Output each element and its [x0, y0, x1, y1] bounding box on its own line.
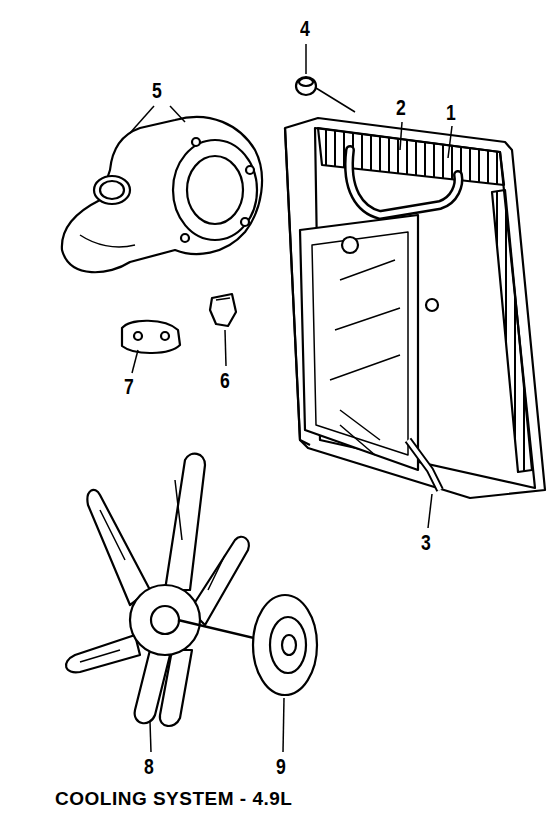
diagram-title: COOLING SYSTEM - 4.9L — [55, 788, 292, 810]
thermostat — [210, 294, 236, 326]
radiator-cap — [296, 77, 316, 95]
water-pump — [62, 117, 262, 272]
radiator — [285, 118, 545, 498]
callout-number: 8 — [144, 756, 154, 778]
callout-number: 2 — [396, 97, 406, 119]
callout-number: 5 — [152, 80, 162, 102]
callout-number: 3 — [421, 532, 431, 554]
callout-number: 1 — [446, 102, 456, 124]
callout-number: 9 — [276, 756, 286, 778]
gasket — [122, 321, 180, 353]
fan — [66, 454, 249, 726]
callout-number: 4 — [300, 18, 310, 40]
fan-clutch — [178, 595, 317, 695]
leader-lines — [130, 44, 452, 752]
callout-number: 7 — [124, 376, 134, 398]
callout-number: 6 — [220, 370, 230, 392]
